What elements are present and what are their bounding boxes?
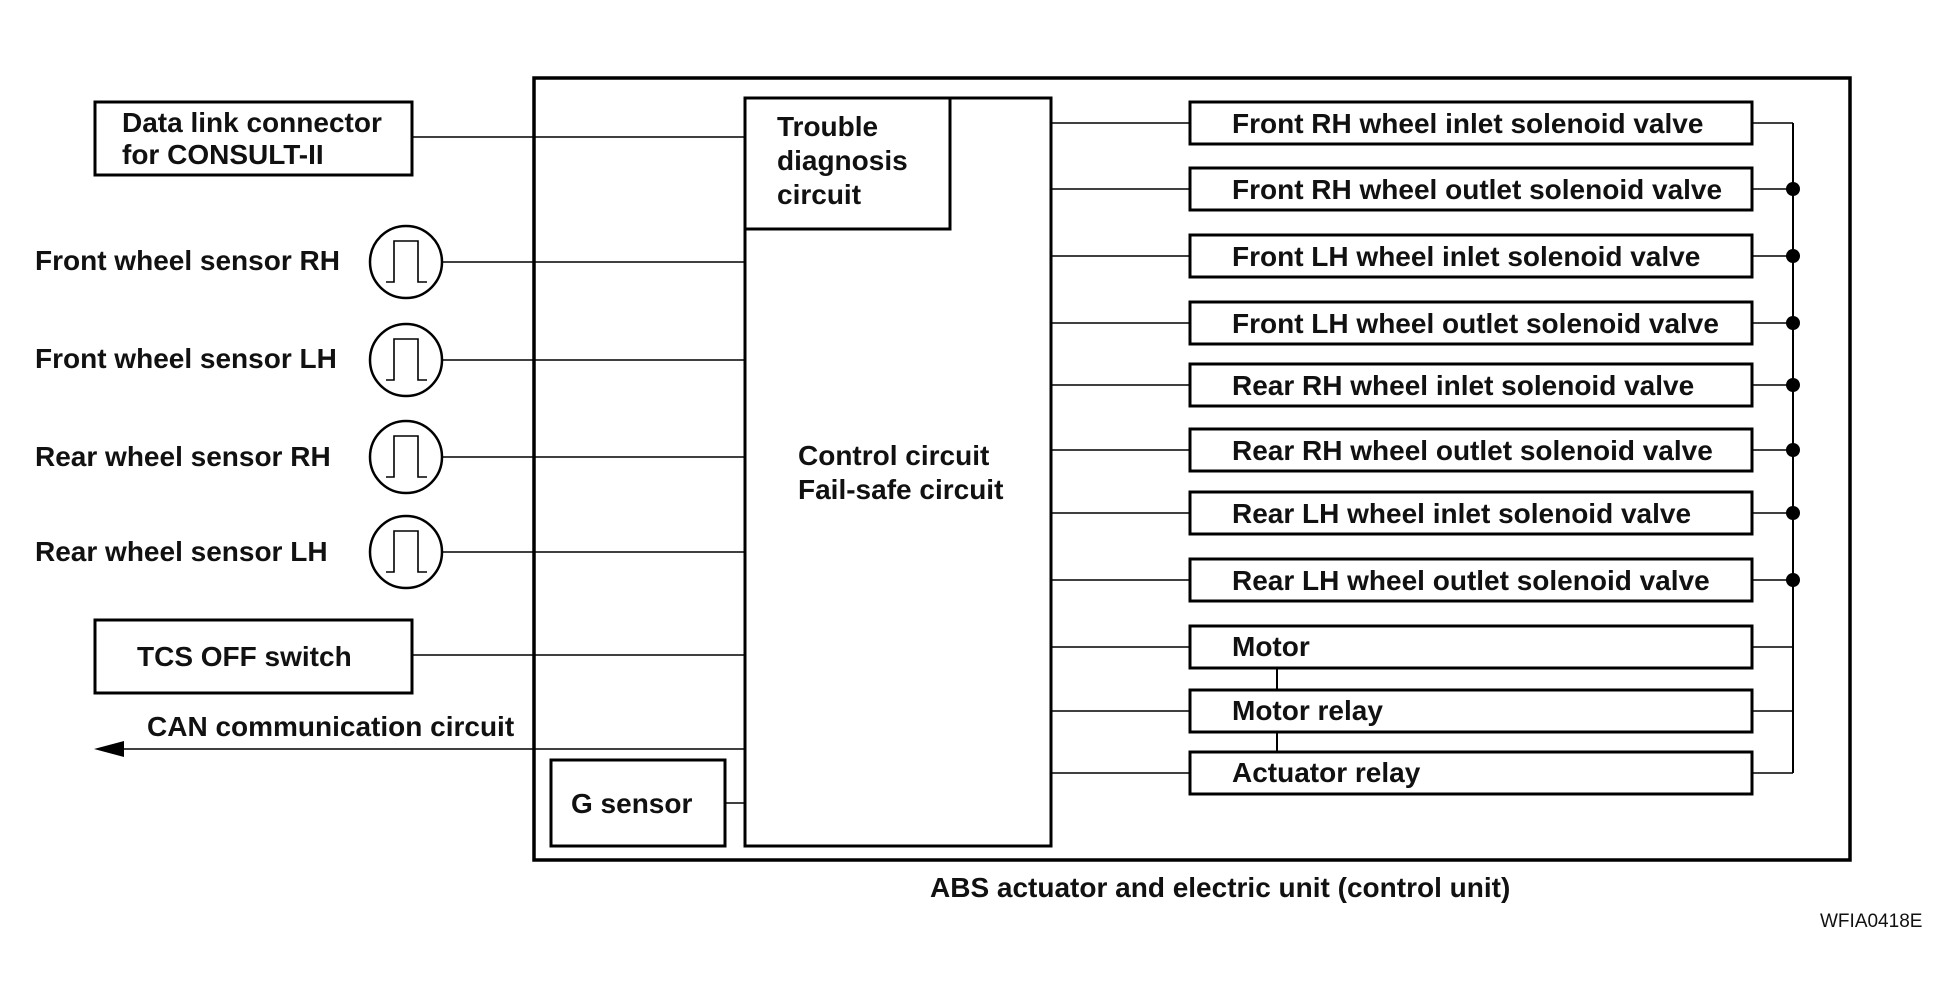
- can-circuit-label: CAN communication circuit: [147, 711, 514, 742]
- junction-dot: [1786, 249, 1800, 263]
- valve-box-7: [1188, 490, 1754, 536]
- valve-box-5: [1188, 362, 1754, 408]
- figure-code: WFIA0418E: [1820, 911, 1922, 932]
- junction-dot: [1786, 443, 1800, 457]
- junction-dot: [1786, 316, 1800, 330]
- junction-dot: [1786, 182, 1800, 196]
- valve-box-4: [1188, 300, 1754, 346]
- motor-relay-box: [1188, 688, 1754, 734]
- output-wires: [1051, 122, 1190, 774]
- wheel-sensor-rear-lh: Rear wheel sensor LH: [35, 514, 745, 590]
- common-bus: [1752, 122, 1800, 774]
- valve-label-3: Front LH wheel inlet solenoid valve: [1232, 241, 1700, 272]
- valve-label-6: Rear RH wheel outlet solenoid valve: [1232, 435, 1713, 466]
- g-sensor-label: G sensor: [571, 788, 692, 819]
- wheel-sensor-front-rh: Front wheel sensor RH: [35, 224, 745, 300]
- valve-label-1: Front RH wheel inlet solenoid valve: [1232, 108, 1703, 139]
- pulse-waveform-icon: [386, 240, 427, 283]
- motor-relay-label: Motor relay: [1232, 695, 1383, 726]
- sensor-label-rear-rh: Rear wheel sensor RH: [35, 441, 331, 472]
- sensor-pulse-icon: [368, 419, 444, 495]
- junction-dot: [1786, 573, 1800, 587]
- valve-boxes: [1188, 100, 1754, 796]
- tcs-off-switch-box: [93, 618, 414, 695]
- wheel-sensor-front-lh: Front wheel sensor LH: [35, 322, 745, 398]
- pulse-waveform-icon: [386, 435, 427, 478]
- valve-label-5: Rear RH wheel inlet solenoid valve: [1232, 370, 1694, 401]
- trouble-diagnosis-box: [743, 96, 952, 231]
- valve-label-4: Front LH wheel outlet solenoid valve: [1232, 308, 1719, 339]
- junction-dot: [1786, 378, 1800, 392]
- sensor-label-rear-lh: Rear wheel sensor LH: [35, 536, 328, 567]
- actuator-relay-label: Actuator relay: [1232, 757, 1421, 788]
- arrow-left-icon: [94, 741, 124, 757]
- valve-label-7: Rear LH wheel inlet solenoid valve: [1232, 498, 1691, 529]
- sensor-pulse-icon: [368, 322, 444, 398]
- control-unit-frame: [532, 76, 1852, 862]
- trouble-line-3: circuit: [777, 179, 861, 210]
- valve-label-8: Rear LH wheel outlet solenoid valve: [1232, 565, 1710, 596]
- motor-label: Motor: [1232, 631, 1310, 662]
- actuator-relay-box: [1188, 750, 1754, 796]
- tcs-off-switch-label: TCS OFF switch: [137, 641, 352, 672]
- data-link-connector-box: [93, 100, 414, 177]
- trouble-line-2: diagnosis: [777, 145, 908, 176]
- failsafe-circuit-label: Fail-safe circuit: [798, 474, 1003, 505]
- data-link-line-2: for CONSULT-II: [122, 139, 324, 170]
- wheel-sensor-rear-rh: Rear wheel sensor RH: [35, 419, 745, 495]
- pulse-waveform-icon: [386, 530, 427, 573]
- sensor-label-front-lh: Front wheel sensor LH: [35, 343, 337, 374]
- sensor-pulse-icon: [368, 514, 444, 590]
- junction-dot: [1786, 506, 1800, 520]
- sensor-label-front-rh: Front wheel sensor RH: [35, 245, 340, 276]
- valve-label-2: Front RH wheel outlet solenoid valve: [1232, 174, 1722, 205]
- control-unit-caption: ABS actuator and electric unit (control …: [930, 872, 1510, 903]
- valve-box-8: [1188, 557, 1754, 603]
- data-link-line-1: Data link connector: [122, 107, 382, 138]
- trouble-line-1: Trouble: [777, 111, 878, 142]
- valve-box-2: [1188, 166, 1754, 212]
- sensor-pulse-icon: [368, 224, 444, 300]
- pulse-waveform-icon: [386, 338, 427, 381]
- control-circuit-label: Control circuit: [798, 440, 989, 471]
